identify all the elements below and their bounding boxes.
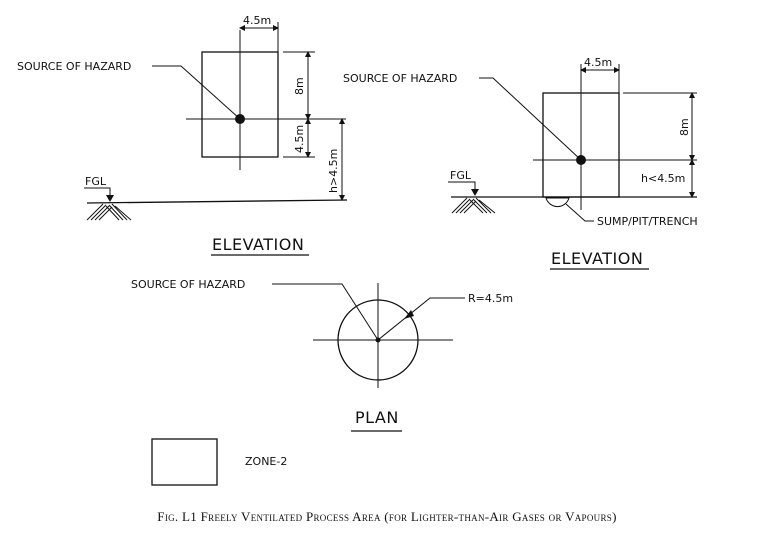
height-dimension-label: h<4.5m [641,172,685,185]
fgl-marker-icon [471,189,479,196]
legend-label-zone-2: ZONE-2 [245,455,287,468]
sump-label: SUMP/PIT/TRENCH [597,215,698,228]
source-of-hazard-label: SOURCE OF HAZARD [17,60,131,73]
legend-swatch-zone-2 [151,438,218,486]
fgl-marker-icon [106,195,114,202]
source-leader-line [152,65,241,120]
plan-title: PLAN [355,408,399,427]
ground-line [86,199,348,204]
sump-pit-trench-area [545,197,570,207]
radius-arrow-icon [404,310,414,319]
figure-caption: Fig. L1 Freely Ventilated Process Area (… [157,509,617,524]
ground-hatch-icon [451,197,496,214]
elevation-title: ELEVATION [212,235,304,254]
elevation-left: SOURCE OF HAZARD 4.5m 8m 4.5m h>4.5m FGL… [17,14,348,256]
ground-hatch-icon [86,203,132,221]
above-dimension-label: 8m [678,118,691,136]
above-dimension-label: 8m [293,77,306,95]
elevation-title: ELEVATION [551,249,643,268]
source-leader-line [272,283,379,341]
fgl-label: FGL [85,175,107,188]
radius-label: R=4.5m [468,292,513,305]
radius-leader-line [377,297,465,341]
source-leader-line [479,77,582,161]
source-of-hazard-label: SOURCE OF HAZARD [343,72,457,85]
source-of-hazard-label: SOURCE OF HAZARD [131,278,245,291]
width-dimension-label: 4.5m [243,14,271,27]
fgl-label: FGL [450,169,472,182]
width-dimension-label: 4.5m [584,56,612,69]
legend: ZONE-2 [151,438,287,486]
below-dimension-label: 4.5m [293,125,306,153]
elevation-right: SOURCE OF HAZARD 4.5m 8m h<4.5m FGL SUMP… [343,56,698,270]
plan-view: SOURCE OF HAZARD R=4.5m PLAN [131,278,513,432]
height-dimension-label: h>4.5m [327,149,340,193]
sump-leader-line [565,203,594,222]
